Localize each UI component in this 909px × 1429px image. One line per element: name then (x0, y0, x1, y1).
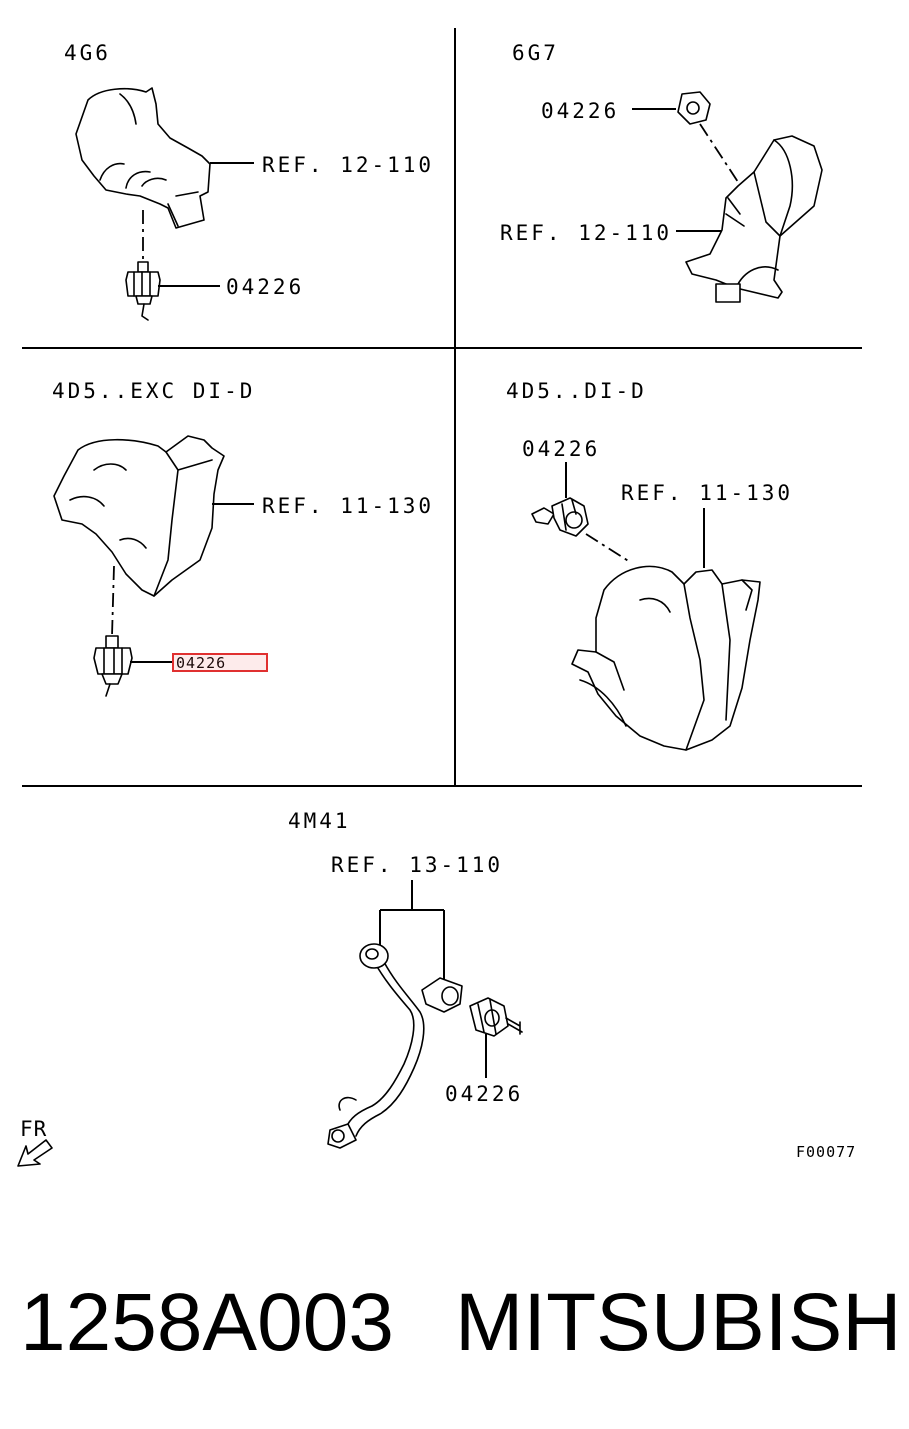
highlighted-part-box (172, 653, 268, 672)
housing-drawing (53, 435, 225, 597)
panel-dividers (22, 28, 862, 787)
brand-name: MITSUBISHI (455, 1277, 909, 1368)
oil-pipe-drawing (327, 943, 425, 1149)
part-label: 04226 (522, 437, 600, 461)
front-direction-arrow-icon (17, 1139, 53, 1167)
panel-4d5-di-d: 4D5..DI-D 04226 REF. 11-130 (506, 379, 793, 751)
engine-label: 4D5..EXC DI-D (52, 379, 255, 403)
panel-4d5-exc-di-d: 4D5..EXC DI-D REF. 11-130 04226 (52, 379, 434, 697)
oil-pressure-switch-icon (469, 997, 523, 1037)
engine-label: 4G6 (64, 41, 111, 65)
part-number: 1258A003 (20, 1277, 394, 1368)
oil-pressure-switch-icon (93, 635, 133, 697)
oil-pressure-switch-icon (677, 91, 711, 125)
panel-4g6: 4G6 REF. 12-110 04226 (64, 41, 434, 321)
housing-drawing (685, 135, 823, 303)
housing-drawing (75, 87, 211, 229)
engine-label: 4M41 (288, 809, 351, 833)
front-label: FR (20, 1117, 47, 1141)
engine-label: 6G7 (512, 41, 559, 65)
ref-label: REF. 12-110 (500, 221, 672, 245)
engine-label: 4D5..DI-D (506, 379, 647, 403)
part-label: 04226 (176, 654, 226, 672)
front-marker: FR (17, 1117, 53, 1167)
ref-label: REF. 11-130 (621, 481, 793, 505)
figure-code: F00077 (796, 1143, 856, 1161)
housing-drawing (571, 565, 761, 751)
union-bolt-drawing (421, 977, 463, 1013)
oil-pressure-switch-icon (531, 497, 589, 537)
part-label: 04226 (445, 1082, 523, 1106)
part-label: 04226 (541, 99, 619, 123)
panel-6g7: 6G7 04226 REF. 12-110 (500, 41, 823, 303)
oil-pressure-switch-icon (125, 261, 161, 321)
ref-label: REF. 13-110 (331, 853, 503, 877)
part-label: 04226 (226, 275, 304, 299)
ref-label: REF. 11-130 (262, 494, 434, 518)
panel-4m41: 4M41 REF. 13-110 04226 (288, 809, 523, 1149)
ref-label: REF. 12-110 (262, 153, 434, 177)
